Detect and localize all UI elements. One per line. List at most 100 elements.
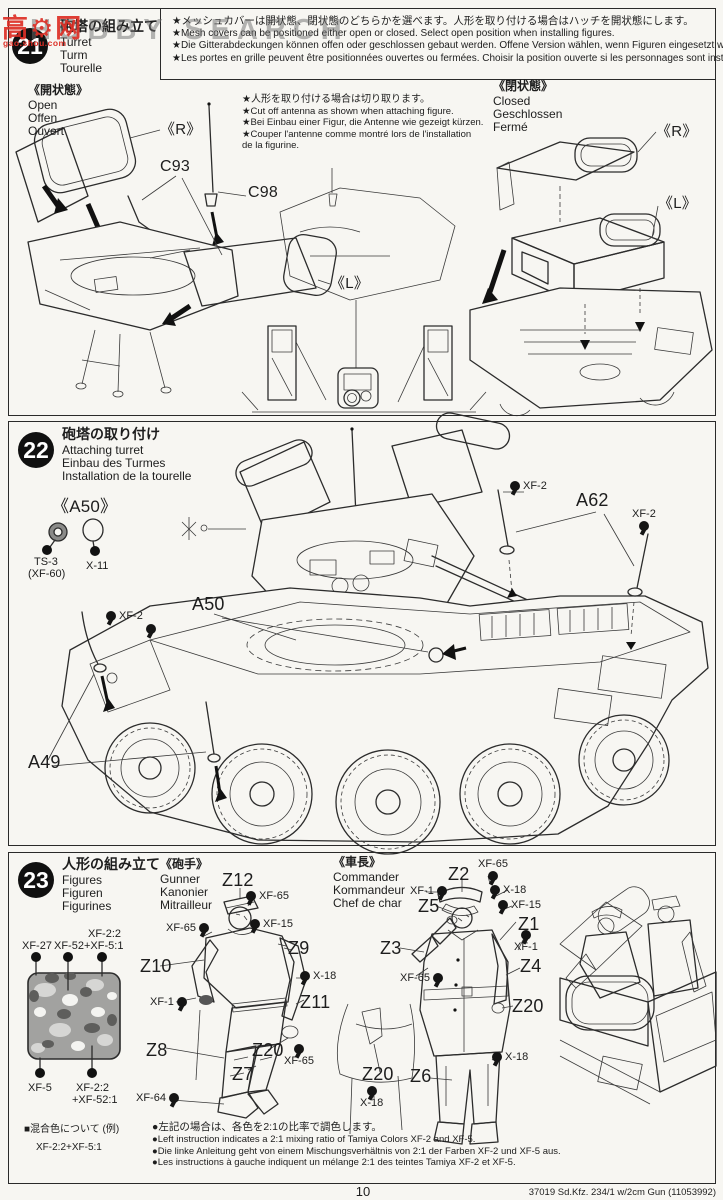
paint-dot-icon (300, 971, 310, 981)
paint-x11-text: X-11 (86, 560, 109, 572)
kit-info: 37019 Sd.Kfz. 234/1 w/2cm Gun (11053992) (528, 1187, 716, 1198)
paint-xf2-top: XF-2 (510, 480, 547, 492)
paint-xf65-cmdr-face-text: XF-65 (400, 972, 430, 984)
paint-x18-cmdr-leg-text: X-18 (505, 1051, 529, 1063)
part-label-z4: Z4 (520, 956, 542, 976)
attach-turret-drawing (47, 412, 709, 855)
paint-dot-icon (246, 891, 256, 901)
paint-dot-icon (436, 886, 447, 896)
antenna-note-ja: ★人形を取り付ける場合は切り取ります。 (242, 94, 430, 105)
hull-sketch-drawing (279, 168, 456, 301)
camo-mix-bot-a: XF-2:2 (76, 1082, 109, 1094)
paint-xf65-cmdr-cap-text: XF-65 (478, 858, 508, 870)
paint-xf65-gunner-cap-text: XF-65 (259, 890, 289, 902)
mix-note-de: ●Die linke Anleitung geht von einem Misc… (152, 1145, 561, 1157)
part-label-a62: A62 (576, 490, 609, 510)
paint-dot-icon (638, 521, 649, 531)
camo-mix-top-a-text: XF-2:2 (88, 928, 122, 940)
paint-dot-icon (520, 930, 531, 940)
closed-state-label: 《閉状態》 Closed Geschlossen Fermé (493, 80, 562, 134)
gunner-figure-drawing (159, 888, 307, 1119)
site-url-watermark: gao.shou.com (3, 38, 67, 48)
paint-xf2-left: XF-2 (106, 610, 143, 622)
part-label-l-closed: 《L》 (658, 195, 697, 212)
camo-xf52-text: XF-52 (54, 940, 84, 952)
step-22-title-en: Attaching turret (62, 443, 144, 457)
step-21-title-en: Turret (60, 35, 92, 49)
paint-xf60-text: (XF-60) (28, 568, 66, 580)
turret-open-drawing (15, 102, 337, 398)
paint-dot-icon (366, 1086, 377, 1096)
part-label-z6: Z6 (410, 1066, 432, 1086)
paint-dot-icon (490, 885, 500, 895)
open-de: Offen (28, 111, 58, 125)
part-label-a49: A49 (28, 752, 61, 772)
paint-xf65-gunner-l: XF-65 (166, 922, 209, 934)
paint-xf2-top-text: XF-2 (523, 480, 547, 492)
camo-mix-bot-a-text: XF-2:2 (76, 1082, 110, 1094)
paint-xf15-gunner: XF-15 (250, 918, 293, 930)
subassembly-a50-heading: 《A50》 (52, 497, 118, 516)
paint-xf1-gunner: XF-1 (150, 996, 187, 1008)
part-label-z20-cmdr-hand: Z20 (512, 996, 544, 1016)
part-label-l-open: 《L》 (330, 275, 369, 292)
part-label-z8: Z8 (146, 1040, 168, 1060)
paint-x18-gunner-text: X-18 (313, 970, 337, 982)
gunner-de: Kanonier (160, 885, 209, 899)
paint-xf65-gunner-hand-text: XF-65 (284, 1055, 314, 1067)
step-21-title-ja: 砲塔の組み立て (60, 18, 158, 34)
gunner-en: Gunner (160, 872, 201, 886)
part-label-z20-holster: Z20 (362, 1064, 394, 1084)
step-21-title: 砲塔の組み立て Turret Turm Tourelle (60, 18, 158, 75)
mesh-note-fr: ★Les portes en grille peuvent être posit… (172, 52, 723, 64)
camo-xf5: XF-5 (28, 1082, 52, 1094)
mesh-note-de: ★Die Gitterabdeckungen können offen oder… (172, 40, 723, 51)
site-logo-watermark: 高⚙网 (2, 13, 84, 43)
page-number: 10 (355, 1184, 371, 1199)
step-23-title-de: Figuren (62, 886, 103, 900)
paint-dot-icon (432, 973, 443, 983)
commander-heading: 《車長》 Commander Kommandeur Chef de char (333, 856, 405, 910)
part-label-c98: C98 (248, 184, 278, 201)
closed-de: Geschlossen (493, 107, 563, 121)
part-label-z9: Z9 (288, 938, 310, 958)
step-22-badge: 22 (18, 432, 54, 468)
part-label-z20-gunner: Z20 (252, 1040, 284, 1060)
paint-xf15-gunner-text: XF-15 (263, 918, 293, 930)
paint-xf65-cmdr-face: XF-65 (400, 972, 443, 984)
paint-x11-label: X-11 (86, 560, 108, 572)
part-label-r-open: 《R》 (160, 121, 202, 138)
paint-xf1-cmdr-coat-text: XF-1 (514, 941, 538, 953)
camo-mix-top-a: XF-2:2 (88, 928, 121, 940)
step-21-title-fr: Tourelle (60, 61, 103, 75)
paint-xf1-cmdr-cap: XF-1 (410, 885, 447, 897)
paint-x18-cmdr-leg: X-18 (492, 1051, 528, 1063)
mix-note-example: XF-2:2+XF-5:1 (36, 1141, 102, 1153)
step-21-badge: 21 (12, 28, 48, 64)
section-22-box (8, 421, 716, 846)
camo-mix-bot-b-text: +XF-52:1 (72, 1094, 118, 1106)
mesh-note-text: ★メッシュカバーは開状態、閉状態のどちらかを選べます。人形を取り付ける場合はハッ… (172, 15, 723, 65)
step-22-title-ja: 砲塔の取り付け (62, 426, 160, 442)
mix-note-right: ●左記の場合は、各色を2:1の比率で調色します。 ●Left instructi… (152, 1121, 561, 1169)
antenna-note-de: ★Bei Einbau einer Figur, die Antenne wie… (242, 117, 484, 128)
hobby-search-watermark: HOBBY SEARCH (30, 14, 349, 46)
paint-xf15-cmdr-text: XF-15 (511, 899, 541, 911)
paint-xf1-gunner-text: XF-1 (150, 996, 174, 1008)
paint-xf2-left-text: XF-2 (119, 610, 143, 622)
step-22-title: 砲塔の取り付け Attaching turret Einbau des Turm… (62, 426, 191, 483)
figures-in-vehicle-drawing (559, 886, 717, 1105)
antenna-note-text: ★人形を取り付ける場合は切り取ります。 ★Cut off antenna as … (242, 94, 483, 152)
paint-xf65-cmdr-cap: XF-65 (478, 858, 508, 881)
paint-x18-cmdr-cap: X-18 (490, 884, 526, 896)
camo-xf5-text: XF-5 (28, 1082, 52, 1094)
mix-note-en: ●Left instruction indicates a 2:1 mixing… (152, 1133, 476, 1145)
mesh-note-box (160, 8, 716, 80)
paint-dot-icon (492, 1052, 502, 1062)
paint-dot-icon (198, 923, 209, 933)
paint-dot-icon (168, 1093, 179, 1103)
mix-note-ja: ●左記の場合は、各色を2:1の比率で調色します。 (152, 1121, 382, 1133)
step-23-title: 人形の組み立て Figures Figuren Figurines (62, 857, 160, 913)
part-label-a50: A50 (192, 594, 225, 614)
camo-mix-bot-b: +XF-52:1 (72, 1094, 118, 1106)
